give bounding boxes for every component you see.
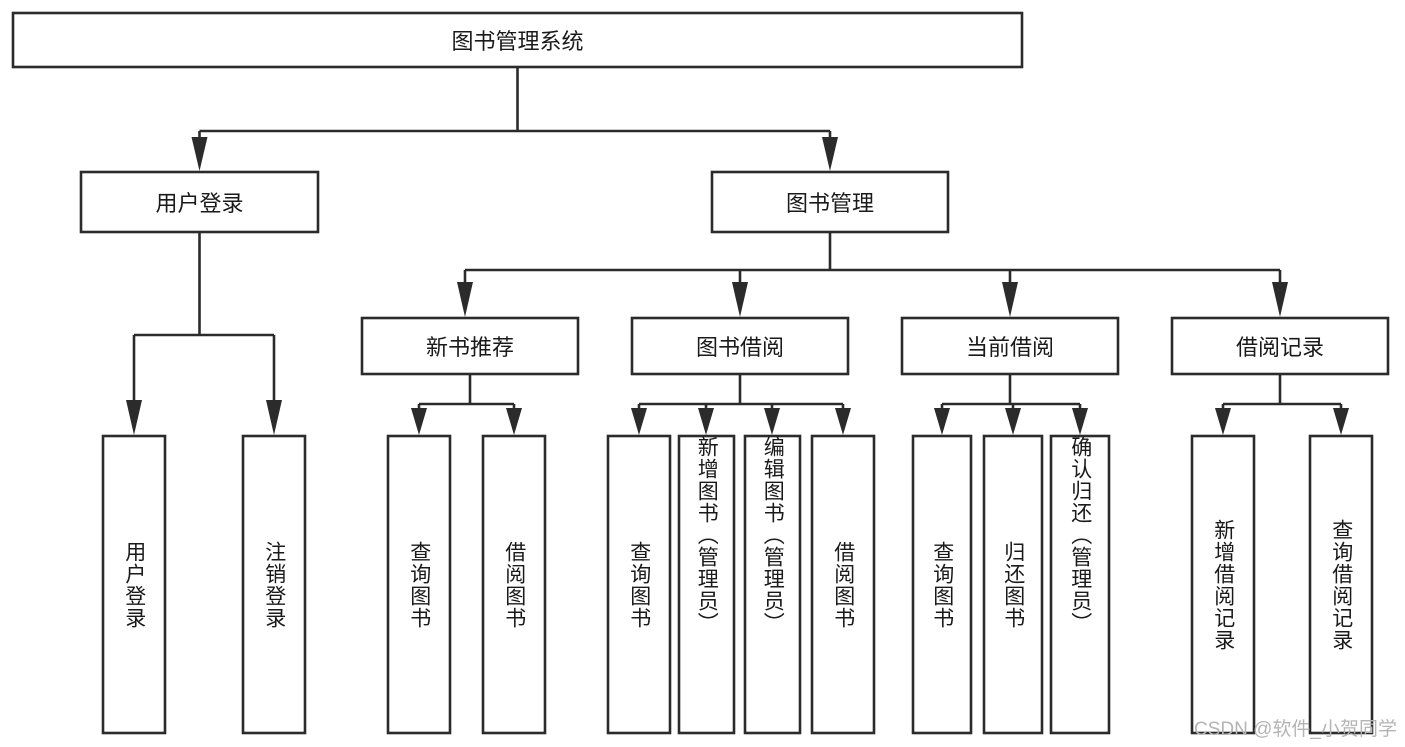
- arrow-head-root-to-book-mgmt: [822, 137, 838, 171]
- arrow-head-to-new-book: [457, 282, 473, 317]
- arrow-head-bb-query-book: [631, 408, 647, 435]
- arrow-head-bb-borrow-book: [835, 408, 851, 435]
- arrow-head-leaf-logout: [266, 400, 282, 435]
- node-box-leaf-cb-confirm-return[interactable]: [1049, 434, 1111, 735]
- arrow-head-br-query-record: [1333, 408, 1349, 435]
- node-box-leaf-br-add-record[interactable]: [1190, 434, 1256, 735]
- node-box-leaf-br-query-record[interactable]: [1308, 434, 1374, 735]
- arrow-head-nb-query-book: [411, 408, 427, 435]
- arrow-head-cb-query-book: [934, 408, 950, 435]
- node-box-new-book-recommend[interactable]: [360, 316, 580, 376]
- node-box-leaf-cb-query-book[interactable]: [911, 434, 973, 735]
- node-box-leaf-bb-add-book[interactable]: [677, 434, 736, 735]
- node-box-leaf-bb-edit-book[interactable]: [743, 434, 802, 735]
- arrow-head-cb-confirm-return: [1072, 408, 1088, 435]
- arrow-head-bb-edit-book: [764, 408, 780, 435]
- node-box-book-management[interactable]: [710, 170, 950, 234]
- node-box-leaf-bb-borrow-book[interactable]: [810, 434, 876, 735]
- connector-group-user-login-to-leaves: [126, 232, 282, 435]
- node-box-root[interactable]: [11, 11, 1024, 69]
- connector-group-book-borrow-to-leaves: [631, 374, 851, 435]
- arrow-head-to-borrow-record: [1272, 282, 1288, 317]
- arrow-head-nb-borrow-book: [506, 408, 522, 435]
- connector-group-borrow-record-to-leaves: [1215, 374, 1349, 435]
- node-box-leaf-user-login[interactable]: [101, 434, 167, 735]
- node-box-current-borrow[interactable]: [900, 316, 1120, 376]
- node-box-leaf-cb-return-book[interactable]: [982, 434, 1044, 735]
- node-box-user-login[interactable]: [79, 170, 320, 234]
- arrow-head-to-book-borrow: [732, 282, 748, 317]
- connector-group-current-borrow-to-leaves: [934, 374, 1088, 435]
- arrow-head-bb-add-book: [698, 408, 714, 435]
- arrow-head-br-add-record: [1215, 408, 1231, 435]
- node-box-leaf-logout[interactable]: [241, 434, 307, 735]
- arrow-head-cb-return-book: [1005, 408, 1021, 435]
- connector-group-book-mgmt-to-level2: [457, 232, 1288, 317]
- node-box-book-borrow[interactable]: [630, 316, 850, 376]
- node-box-leaf-nb-query-book[interactable]: [386, 434, 452, 735]
- node-box-borrow-record[interactable]: [1170, 316, 1390, 376]
- node-box-leaf-nb-borrow-book[interactable]: [481, 434, 547, 735]
- node-box-leaf-bb-query-book[interactable]: [606, 434, 672, 735]
- arrow-head-leaf-user-login: [126, 400, 142, 435]
- connector-group-new-book-to-leaves: [411, 374, 522, 435]
- arrow-head-root-to-user-login: [191, 137, 208, 171]
- arrow-head-to-current-borrow: [1002, 282, 1018, 317]
- connector-group-root-to-level1: [191, 67, 838, 171]
